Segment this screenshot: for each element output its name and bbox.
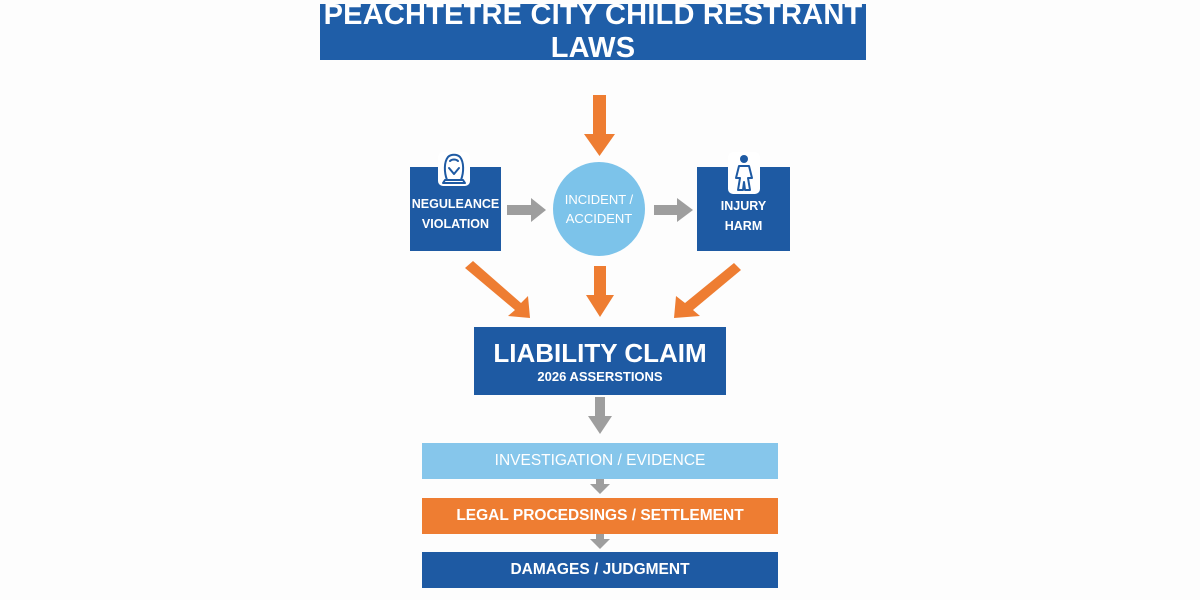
incident-line2: ACCIDENT — [565, 211, 633, 226]
diagram-title-text: PEACHTETRE CITY CHILD RESTRANT LAWS — [323, 0, 863, 64]
injury-line2: HARM — [724, 219, 763, 233]
arrow-incident-to-injury — [654, 198, 693, 222]
liability-claim-node: LIABILITY CLAIM 2026 ASSERSTIONS — [474, 327, 726, 395]
liability-claim-subtitle: 2026 ASSERSTIONS — [537, 368, 663, 384]
negligence-line1: NEGULEANCE — [411, 197, 500, 211]
legal-step-label: LEGAL PROCEDSINGS / SETTLEMENT — [456, 507, 744, 524]
damages-step-label: DAMAGES / JUDGMENT — [510, 561, 690, 578]
arrow-negligence-to-incident — [507, 198, 546, 222]
arrow-investigation-to-legal — [590, 479, 610, 494]
arrow-negligence-to-liability — [465, 261, 530, 318]
negligence-line2: VIOLATION — [421, 217, 490, 231]
investigation-step-label: INVESTIGATION / EVIDENCE — [494, 452, 706, 469]
injury-line1: INJURY — [720, 199, 767, 213]
arrow-legal-to-damages — [590, 534, 610, 549]
damages-step: DAMAGES / JUDGMENT — [422, 552, 778, 588]
incident-line1: INCIDENT / — [564, 192, 634, 207]
investigation-step: INVESTIGATION / EVIDENCE — [422, 443, 778, 479]
arrow-incident-to-liability — [586, 266, 614, 317]
arrow-liability-to-investigation — [588, 397, 612, 434]
negligence-node: NEGULEANCE VIOLATION — [410, 167, 501, 251]
liability-claim-title: LIABILITY CLAIM — [493, 337, 707, 368]
car-seat-icon — [438, 152, 470, 186]
person-icon — [728, 152, 760, 194]
diagram-title: PEACHTETRE CITY CHILD RESTRANT LAWS — [320, 0, 866, 64]
arrow-injury-to-liability — [674, 263, 741, 318]
legal-step: LEGAL PROCEDSINGS / SETTLEMENT — [422, 498, 778, 534]
arrow-title-to-incident — [584, 95, 615, 156]
incident-node: INCIDENT / ACCIDENT — [553, 162, 645, 256]
